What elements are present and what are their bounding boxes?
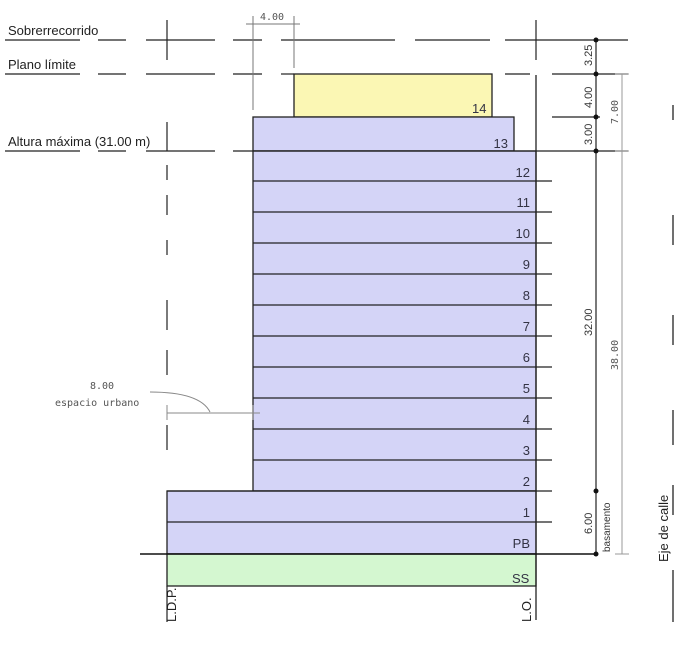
ldp-label: L.D.P. [164,588,179,622]
floor-label-9: 9 [523,257,530,272]
eje-de-calle-label: Eje de calle [656,495,671,562]
basement-block [166,553,537,587]
level-label-altura-maxima: Altura máxima (31.00 m) [8,134,150,149]
floor-lines [167,150,552,523]
level-label-sobrerrecorrido: Sobrerrecorrido [8,23,98,38]
floor-label-pb: PB [513,536,530,551]
dimension-dots [593,37,599,557]
floor-label-6: 6 [523,350,530,365]
floor-label-2: 2 [523,474,530,489]
setback-dimension [246,16,300,110]
urban-space-value: 8.00 [90,381,114,392]
floor-label-10: 10 [516,226,530,241]
dim-38-00: 38.00 [610,340,621,370]
floor-label-5: 5 [523,381,530,396]
floor-label-7: 7 [523,319,530,334]
top-floor-block [293,73,493,118]
floor-13-block [252,116,515,152]
total-height-dimension [615,73,629,555]
floor-label-4: 4 [523,412,530,427]
dim-3-00: 3.00 [583,124,595,145]
basamento-label: basamento [602,502,613,552]
level-label-plano-limite: Plano límite [8,57,76,72]
urban-space-dimension [149,391,260,420]
setback-value: 4.00 [260,12,284,23]
dim-32-00: 32.00 [583,308,595,336]
floor-label-3: 3 [523,443,530,458]
tower-block [252,150,537,492]
floor-label-1: 1 [523,505,530,520]
floor-label-12: 12 [516,165,530,180]
dim-6-00: 6.00 [583,513,595,534]
floor-label-14: 14 [472,101,486,116]
floor-label-8: 8 [523,288,530,303]
dim-4-00: 4.00 [583,87,595,108]
dim-7-00: 7.00 [610,100,621,124]
floor-label-ss: SS [512,571,530,586]
dim-3-25: 3.25 [583,45,595,66]
floor-label-13: 13 [494,136,508,151]
urban-space-label: espacio urbano [55,398,139,409]
floor-label-11: 11 [517,195,531,210]
lo-label: L.O. [519,597,534,622]
